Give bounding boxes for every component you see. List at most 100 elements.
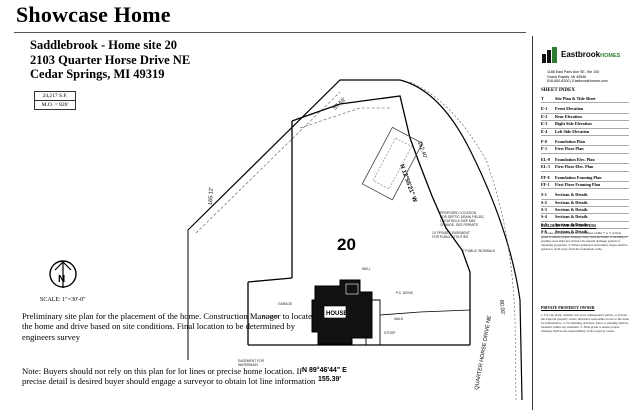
builder-notes: 1. Grades and slopes shall be establishe…	[541, 231, 628, 251]
road-edge	[399, 79, 523, 401]
sheet-code: EL-1	[541, 164, 551, 170]
left-length-label: 165.12'	[208, 187, 215, 205]
right-length-label: 80.00'	[498, 300, 505, 315]
sheet-index-row: F-1 First Floor Plan	[541, 146, 629, 154]
sheet-code: T	[541, 96, 544, 101]
sheet-description: Front Elevation	[555, 106, 584, 112]
contact-line-1: 1188 East Paris Ave SE, Ste 100	[547, 70, 600, 74]
sheet-code: E-2	[541, 113, 548, 119]
sheet-description: Foundation Plan	[555, 138, 585, 144]
sheet-description: Right Side Elevation	[555, 121, 592, 127]
sheet-description: First Floor Plan	[555, 146, 584, 152]
brand-suffix: HOMES	[600, 53, 621, 59]
sheet-code: S-6	[541, 229, 547, 235]
garage-label: GARAGE	[278, 302, 293, 306]
sheet-code: S-5	[541, 221, 547, 227]
brand-name: EastbrookHOMES	[561, 50, 620, 59]
address-block: Saddlebrook - Home site 20 2103 Quarter …	[30, 38, 190, 82]
sheet-description: Foundation Elec. Plan	[555, 156, 595, 162]
owner-notes-heading: PRIVATE PROPERTY OWNER	[541, 306, 595, 310]
lot-boundary	[247, 95, 471, 346]
sidewalk-label: 5' PUBLIC SIDEWALK	[462, 249, 496, 253]
title-divider	[14, 32, 526, 33]
lot-number: 20	[337, 235, 356, 254]
sheet-description: Sections & Details	[555, 214, 588, 220]
sheet-code: E-3	[541, 121, 548, 127]
walk-label: WALK	[394, 317, 404, 321]
sheet-index-row: T Site Plan & Title Sheet	[541, 96, 629, 104]
eastbrook-logo-icon	[542, 47, 557, 63]
sheet-code: E-1	[541, 106, 548, 112]
bearing-bottom-label: N 89°46'44" E	[302, 366, 347, 374]
sheet-code: F-1	[541, 146, 548, 152]
placement-note: Preliminary site plan for the placement …	[22, 311, 312, 342]
sheet-code: E-4	[541, 128, 548, 134]
drive-apron	[379, 309, 471, 316]
sheet-code: S-1	[541, 192, 547, 198]
sheet-code: FF-0	[541, 174, 550, 180]
sheet-code: F-0	[541, 138, 548, 144]
specs-box: 24,217 S.F. M.O. = 826'	[34, 91, 76, 110]
scale-label: SCALE: 1"=30'-0"	[40, 297, 86, 303]
sheet-description: Rear Elevation	[555, 113, 582, 119]
sheet-index-row: EL-0 Foundation Elec. Plan	[541, 156, 629, 165]
sheet-index-title: SHEET INDEX	[541, 88, 575, 93]
address-line-1: Saddlebrook - Home site 20	[30, 38, 177, 52]
page-title: Showcase Home	[16, 2, 171, 27]
disclaimer-note: Note: Buyers should not rely on this pla…	[22, 366, 316, 387]
sheet-index-row: F-0 Foundation Plan	[541, 138, 629, 147]
sheet-index-row: E-1 Front Elevation	[541, 106, 629, 114]
pc-drive-label: P.C. DRIVE	[396, 291, 414, 295]
sheet-index-row: FF-0 Foundation Framing Plan	[541, 175, 629, 182]
contact-line-2: Grand Rapids, MI 49546	[547, 74, 587, 79]
top-length-label: 57.53'	[332, 97, 347, 112]
street-label: QUARTER HORSE DRIVE NE	[474, 315, 493, 391]
sheet-index-row: S-3 Sections & Details	[541, 207, 629, 215]
sheet-code: S-3	[541, 207, 547, 213]
pc-patio-label: P.C. PATIO	[262, 315, 279, 319]
sheet-index-row: S-5 Sections & Details	[541, 221, 629, 230]
bottom-length-label: 155.39'	[318, 376, 341, 383]
property-line	[187, 79, 400, 231]
sheet-description: Sections & Details	[555, 229, 588, 235]
sheet-index-row: E-4 Left Side Elevation	[541, 129, 629, 136]
sheet-index-row: S-6 Sections & Details	[541, 229, 629, 237]
sidewalk-line	[409, 81, 517, 401]
house-footprint: HOUSE	[311, 279, 373, 345]
sheet-code: FF-1	[541, 181, 550, 187]
address-line-3: Cedar Springs, MI 49319	[30, 67, 165, 81]
sheet-description: Site Plan & Title Sheet	[555, 96, 596, 101]
mo-value: M.O. = 826'	[41, 102, 69, 108]
title-block: EastbrookHOMES 1188 East Paris Ave SE, S…	[532, 36, 633, 410]
sheet-description: Sections & Details	[555, 199, 588, 205]
contact-line-3: 616-850-6200 | EastbrookHomes.com	[547, 79, 608, 84]
sheet-description: Left Side Elevation	[555, 128, 590, 134]
stoop-label: STOOP	[384, 331, 396, 335]
easement-line-2	[195, 91, 341, 234]
sheet-description: Sections & Details	[555, 207, 588, 213]
sheet-code: S-4	[541, 214, 547, 220]
sheet-index-row: E-3 Right Side Elevation	[541, 121, 629, 129]
contact-block: 1188 East Paris Ave SE, Ste 100 Grand Ra…	[547, 70, 608, 84]
address-line-2: 2103 Quarter Horse Drive NE	[30, 52, 191, 67]
area-value: 24,217 S.F.	[35, 92, 75, 101]
sheet-description: Sections & Details	[555, 221, 588, 227]
well-label: WELL	[362, 267, 371, 271]
house-label: HOUSE	[326, 311, 347, 317]
builder-notes-heading: BUILDERS AND DEVELOPERS	[541, 224, 597, 228]
easement-line	[299, 107, 392, 129]
brand-text: Eastbrook	[561, 50, 601, 59]
sheet-index-row: S-4 Sections & Details	[541, 214, 629, 222]
sheet-description: Foundation Framing Plan	[555, 174, 602, 180]
sheet-code: EL-0	[541, 156, 551, 162]
sheet-description: First Floor Framing Plan	[555, 181, 601, 187]
sheet-index-row: FF-1 First Floor Framing Plan	[541, 181, 629, 190]
set-distance-label: 162.40'	[416, 141, 428, 160]
owner-notes: 1. For any drain, whether rear-yard, und…	[541, 313, 629, 333]
